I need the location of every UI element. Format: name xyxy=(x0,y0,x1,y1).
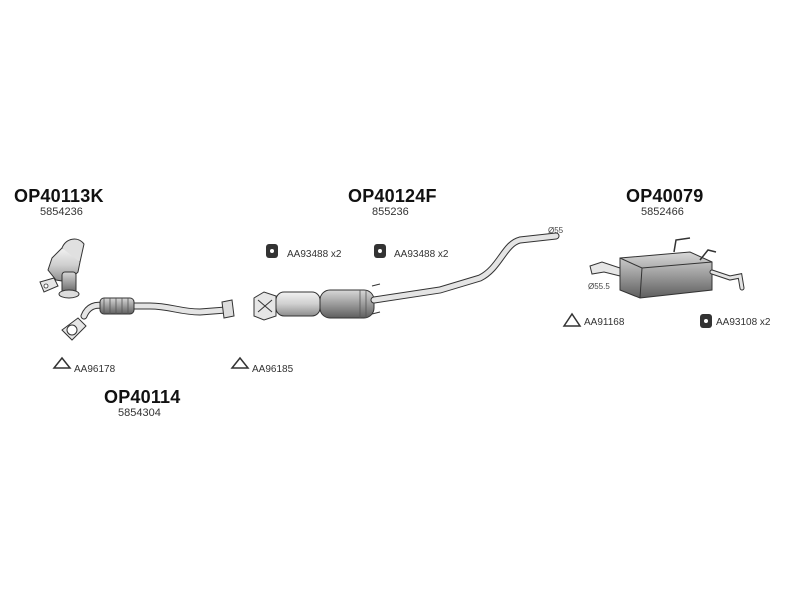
rubber-hanger-icon xyxy=(266,244,278,258)
accessory-label: AA93488 x2 xyxy=(394,249,449,260)
rear-silencer-drawing xyxy=(589,237,745,299)
front-pipe-drawing xyxy=(61,297,235,341)
rubber-hanger-icon xyxy=(374,244,386,258)
gasket-icon xyxy=(52,356,72,369)
part-code-front-pipe: OP40114 xyxy=(104,387,181,407)
part-code-cat: OP40113K xyxy=(14,186,104,206)
oem-number-front-pipe: 5854304 xyxy=(118,407,161,419)
part-code-dpf: OP40124F xyxy=(348,186,437,206)
gasket-icon xyxy=(562,312,582,327)
oem-number-cat: 5854236 xyxy=(40,206,83,218)
accessory-label: AA96178 xyxy=(74,364,116,375)
oem-number-dpf: 855236 xyxy=(372,206,409,218)
accessory-label: AA91168 xyxy=(584,317,625,328)
dimension-label: Ø55 xyxy=(548,226,564,235)
accessory-label: AA96185 xyxy=(252,364,294,375)
accessory-label: AA93108 x2 xyxy=(716,317,771,328)
dimension-label: Ø55.5 xyxy=(588,282,610,291)
rubber-hanger-icon xyxy=(700,314,712,328)
catalytic-converter-drawing xyxy=(39,238,85,299)
dpf-middle-pipe-drawing xyxy=(253,232,560,321)
gasket-icon xyxy=(230,356,250,369)
part-code-silencer: OP40079 xyxy=(626,186,704,206)
oem-number-silencer: 5852466 xyxy=(641,206,684,218)
accessory-label: AA93488 x2 xyxy=(287,249,342,260)
